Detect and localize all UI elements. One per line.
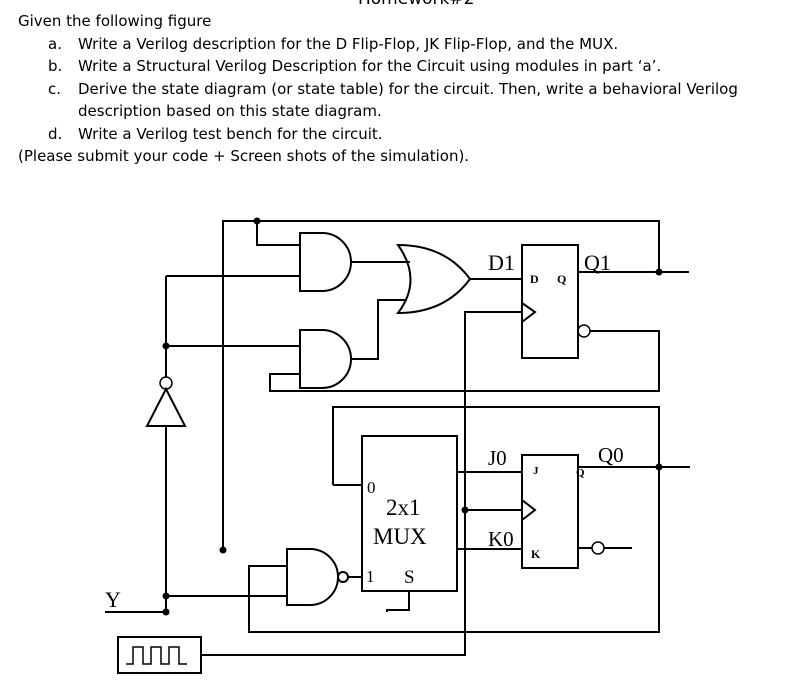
list-marker: d. bbox=[48, 124, 63, 143]
wire-mux-select bbox=[386, 591, 410, 612]
junction-dot bbox=[655, 463, 663, 471]
label-j0: J0 bbox=[488, 446, 507, 470]
or-gate bbox=[395, 243, 472, 315]
and-gate-2 bbox=[299, 329, 352, 389]
mux-select: S bbox=[404, 567, 415, 588]
pin-k: K bbox=[531, 547, 541, 561]
list-marker: b. bbox=[48, 57, 63, 75]
wire-top-to-and1 bbox=[256, 221, 300, 246]
junction-dot bbox=[461, 506, 469, 514]
junction-dot bbox=[162, 342, 170, 350]
pin-j: J bbox=[533, 465, 539, 477]
list-item-line: description based on this state diagram. bbox=[78, 102, 382, 120]
label-q1: Q1 bbox=[584, 250, 611, 275]
jk-clock-marker bbox=[521, 499, 537, 521]
d-clock-marker bbox=[521, 302, 537, 323]
label-y: Y bbox=[105, 587, 121, 612]
jk-q-bar-bubble bbox=[591, 541, 605, 555]
list-item-d: d. Write a Verilog test bench for the ci… bbox=[18, 123, 788, 146]
list-item-text: Write a Verilog description for the D Fl… bbox=[78, 34, 619, 53]
label-k0: K0 bbox=[488, 527, 514, 551]
pin-d: D bbox=[530, 272, 539, 286]
buffer-gate bbox=[145, 386, 187, 427]
and-gate-1 bbox=[299, 232, 352, 292]
label-q0: Q0 bbox=[598, 443, 624, 467]
list-item-b: b. Write a Structural Verilog Descriptio… bbox=[18, 55, 788, 78]
list-marker: c. bbox=[48, 79, 62, 98]
junction-dot bbox=[162, 592, 170, 600]
wire-clock bbox=[201, 311, 522, 656]
label-d1: D1 bbox=[488, 250, 515, 275]
nand-bubble bbox=[337, 571, 349, 583]
junction-dot bbox=[219, 546, 227, 554]
list-item-text: Write a Verilog test bench for the circu… bbox=[78, 124, 383, 143]
mux-input-0: 0 bbox=[367, 478, 376, 497]
junction-dot bbox=[655, 268, 663, 276]
list-item-a: a. Write a Verilog description for the D… bbox=[18, 33, 788, 56]
mux-title-line2: MUX bbox=[373, 524, 427, 549]
list-item-c: c. Derive the state diagram (or state ta… bbox=[18, 78, 788, 123]
wire-q1-feedback bbox=[222, 220, 660, 550]
page-title-clipped: Homework#2 bbox=[0, 0, 797, 9]
pin-q0: Q bbox=[576, 467, 585, 479]
buffer-bubble bbox=[159, 376, 173, 390]
mux-input-1: 1 bbox=[366, 567, 375, 586]
page-title: Homework#2 bbox=[358, 0, 474, 9]
nand-gate bbox=[286, 548, 339, 606]
wire-and2-to-or bbox=[351, 299, 407, 360]
list-marker: a. bbox=[48, 34, 62, 53]
junction-dot bbox=[162, 608, 170, 616]
clock-source-box bbox=[117, 636, 202, 674]
submission-note: (Please submit your code + Screen shots … bbox=[18, 147, 470, 165]
list-item-text: Write a Structural Verilog Description f… bbox=[78, 57, 662, 75]
d-q-bar-bubble bbox=[577, 324, 591, 338]
d-flipflop bbox=[521, 244, 579, 359]
list-item-text: Derive the state diagram (or state table… bbox=[78, 78, 788, 123]
junction-dot bbox=[253, 217, 261, 225]
jk-flipflop bbox=[521, 454, 579, 569]
list-item-line: Derive the state diagram (or state table… bbox=[78, 79, 738, 98]
pin-q: Q bbox=[557, 272, 566, 286]
assignment-text: Given the following figure a. Write a Ve… bbox=[18, 10, 788, 168]
intro-text: Given the following figure bbox=[18, 12, 212, 30]
mux-title-line1: 2x1 bbox=[386, 495, 421, 520]
wire-q0-bar-loop bbox=[248, 406, 660, 633]
clock-waveform-icon bbox=[126, 646, 187, 665]
